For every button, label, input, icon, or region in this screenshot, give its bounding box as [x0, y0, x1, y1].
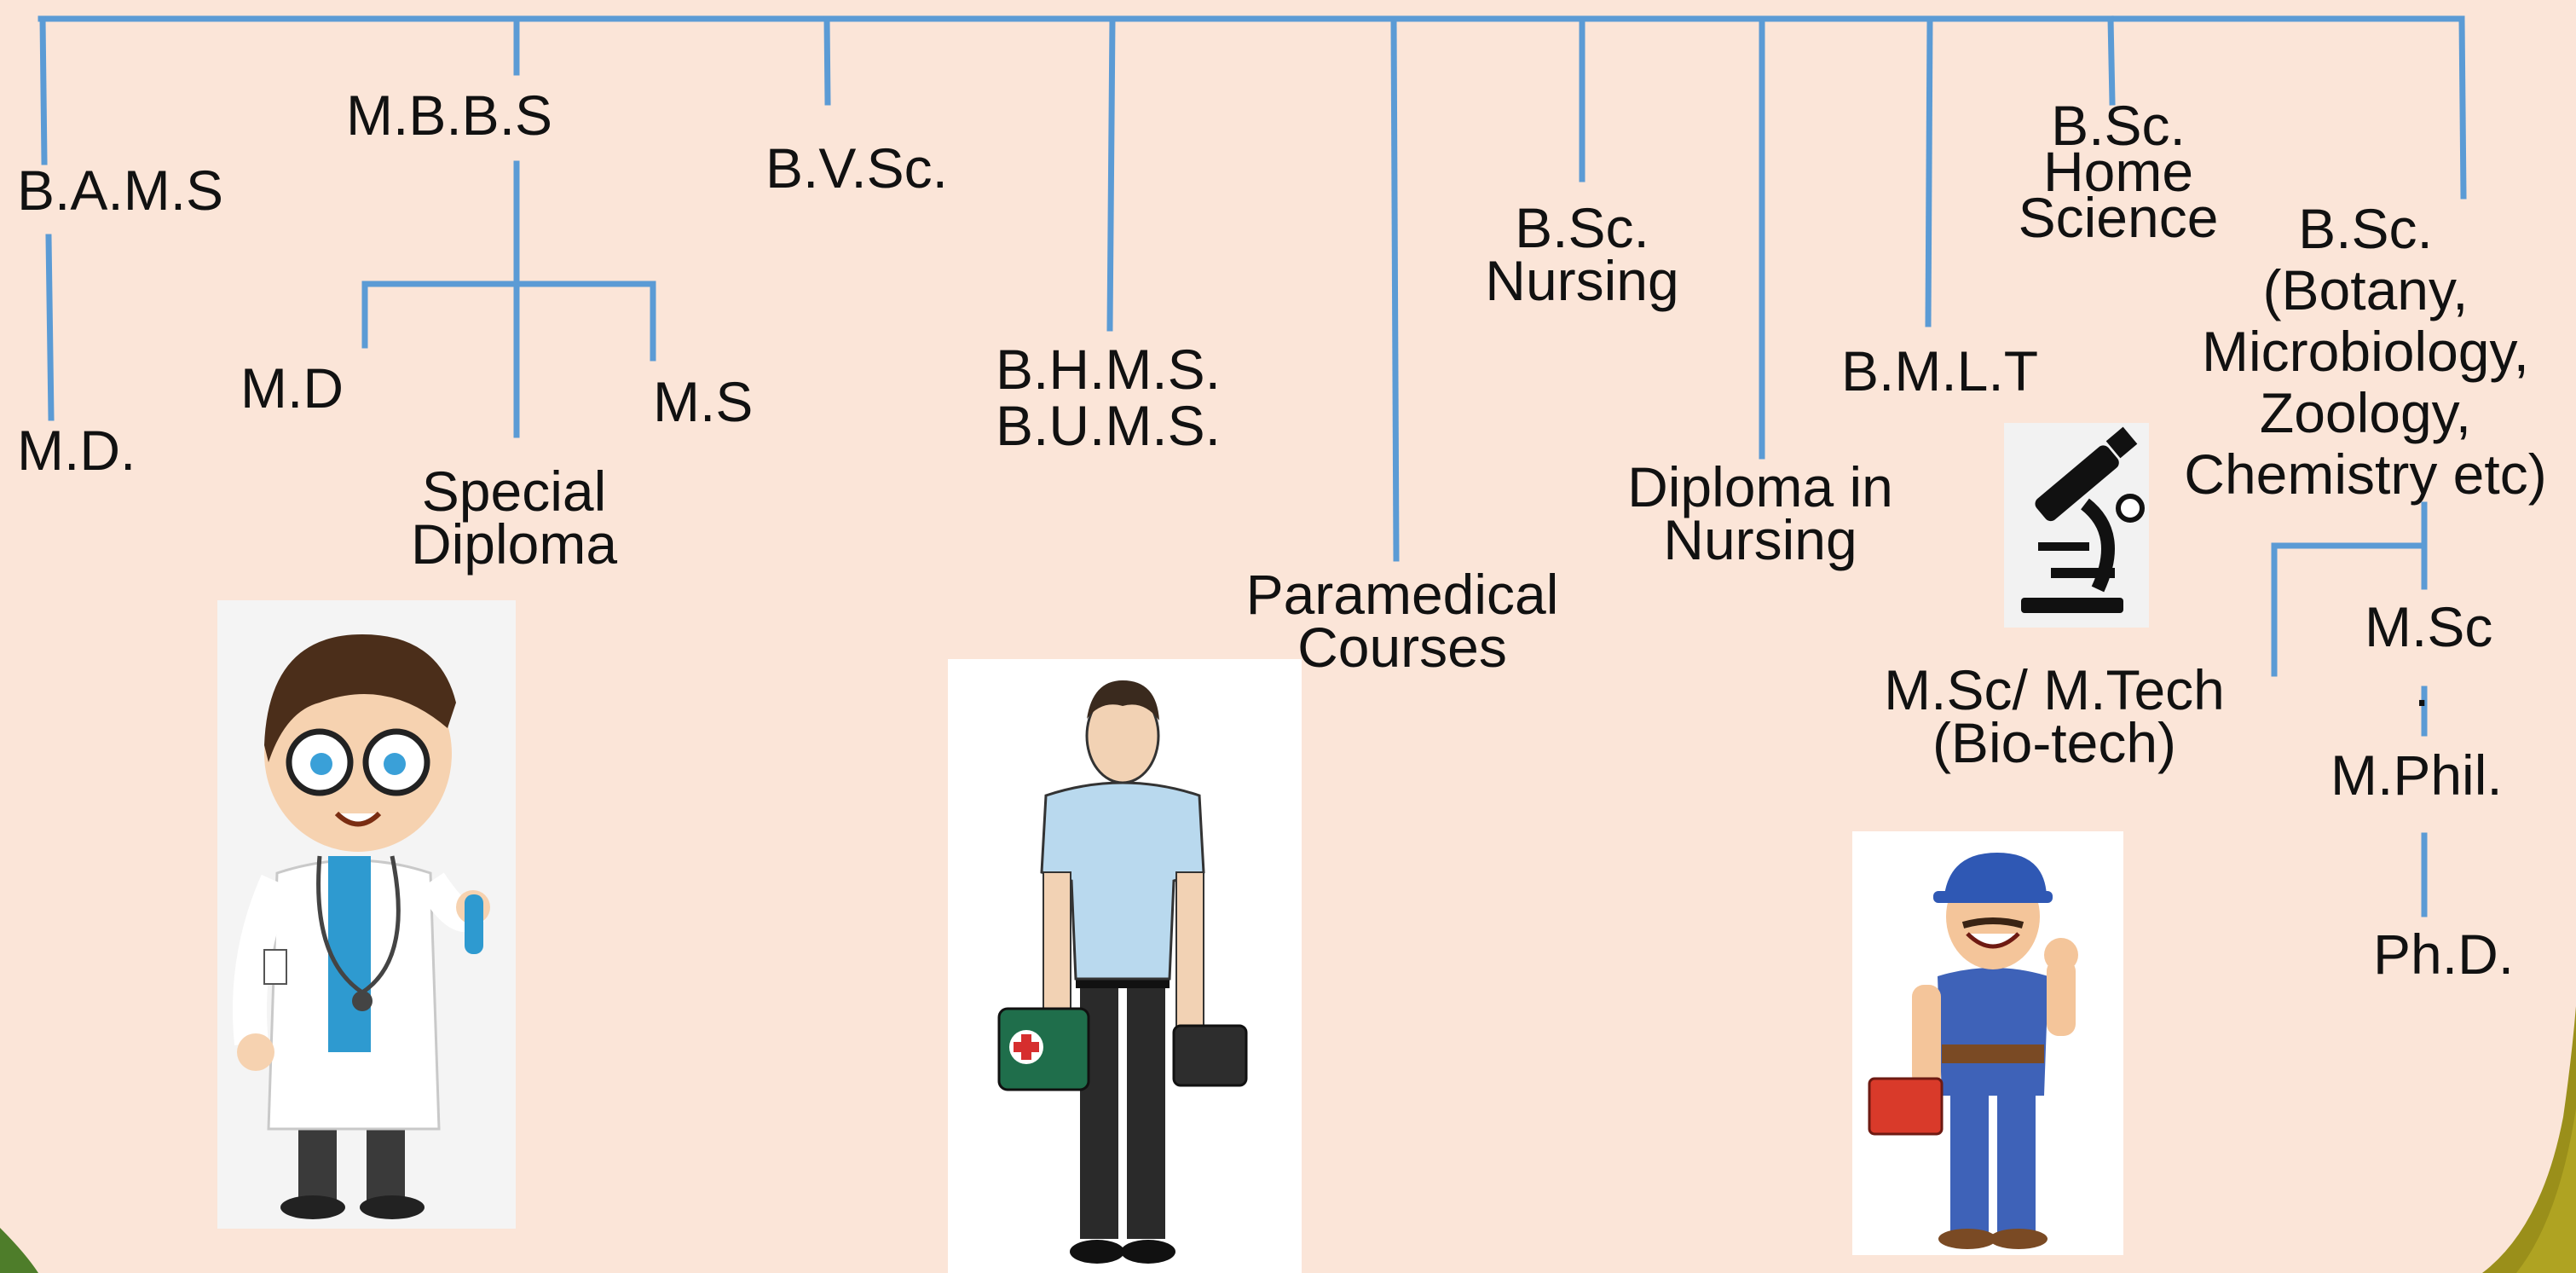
- bums-text: B.U.M.S.: [995, 394, 1222, 457]
- home-science-line-2: Home: [2042, 140, 2194, 203]
- label-md: M.D: [240, 356, 344, 420]
- label-special-diploma: Special Diploma: [399, 460, 629, 576]
- bhms-text: B.H.M.S.: [995, 338, 1222, 401]
- label-mbbs: M.B.B.S: [346, 84, 553, 147]
- home-science-line-1: B.Sc.: [2051, 94, 2186, 157]
- label-bmlt: B.M.L.T: [1841, 339, 2039, 402]
- label-paramedical: Paramedical Courses: [1227, 563, 1577, 679]
- bhms-drop: [1106, 15, 1116, 332]
- bvsc-drop: [823, 15, 831, 106]
- bsc-nursing-line-1: B.Sc.: [1515, 196, 1649, 259]
- corner-decoration-left: [0, 1228, 38, 1273]
- paramedical-line-1: Paramedical: [1245, 563, 1559, 626]
- label-bvsc: B.V.Sc.: [765, 136, 949, 200]
- special-diploma-line-2: Diploma: [410, 512, 618, 576]
- bmlt-drop: [1925, 15, 1933, 327]
- label-phd: Ph.D.: [2373, 923, 2515, 986]
- label-bams: B.A.M.S: [17, 159, 224, 222]
- paramedical-drop: [1390, 15, 1400, 562]
- technician-illustration: [1852, 831, 2123, 1255]
- bams-to-md: [45, 234, 55, 421]
- msc-mtech-line-1: M.Sc/ M.Tech: [1884, 658, 2225, 721]
- diploma-nursing-line-1: Diploma in: [1627, 455, 1893, 518]
- label-msc-mtech: M.Sc/ M.Tech (Bio-tech): [1858, 658, 2250, 774]
- label-bsc-nursing: B.Sc. Nursing: [1471, 196, 1693, 312]
- sciences-line-3: Microbiology,: [2202, 320, 2529, 383]
- label-bhms-bums: B.H.M.S. B.U.M.S.: [980, 341, 1236, 454]
- label-msc: M.Sc: [2365, 595, 2493, 658]
- home-science-line-3: Science: [2018, 186, 2219, 249]
- bams-drop: [39, 15, 48, 165]
- label-diploma-nursing: Diploma in Nursing: [1603, 455, 1918, 571]
- doctor-illustration: [217, 600, 516, 1229]
- label-dot: .: [2414, 655, 2430, 718]
- paramedic-illustration: [948, 659, 1302, 1273]
- label-bsc-sciences: B.Sc. (Botany, Microbiology, Zoology, Ch…: [2165, 198, 2566, 505]
- corner-decoration-right: [2482, 1006, 2576, 1273]
- bsc-sciences-drop: [2458, 15, 2467, 200]
- msc-mtech-line-2: (Bio-tech): [1932, 711, 2177, 774]
- microscope-icon: [2004, 423, 2149, 628]
- sciences-line-2: (Botany,: [2262, 258, 2469, 321]
- label-ms: M.S: [653, 370, 754, 433]
- sciences-line-5: Chemistry etc): [2184, 443, 2547, 506]
- label-md-left: M.D.: [17, 419, 136, 482]
- sciences-line-4: Zoology,: [2259, 381, 2472, 444]
- bsc-nursing-line-2: Nursing: [1485, 249, 1679, 312]
- label-mphil: M.Phil.: [2331, 744, 2503, 807]
- sciences-line-1: B.Sc.: [2298, 197, 2433, 260]
- diploma-nursing-line-2: Nursing: [1663, 508, 1857, 571]
- label-bsc-home-science: B.Sc. Home Science: [2003, 94, 2233, 249]
- special-diploma-line-1: Special: [421, 460, 607, 523]
- paramedical-line-2: Courses: [1297, 616, 1507, 679]
- home-science-drop: [2107, 15, 2116, 106]
